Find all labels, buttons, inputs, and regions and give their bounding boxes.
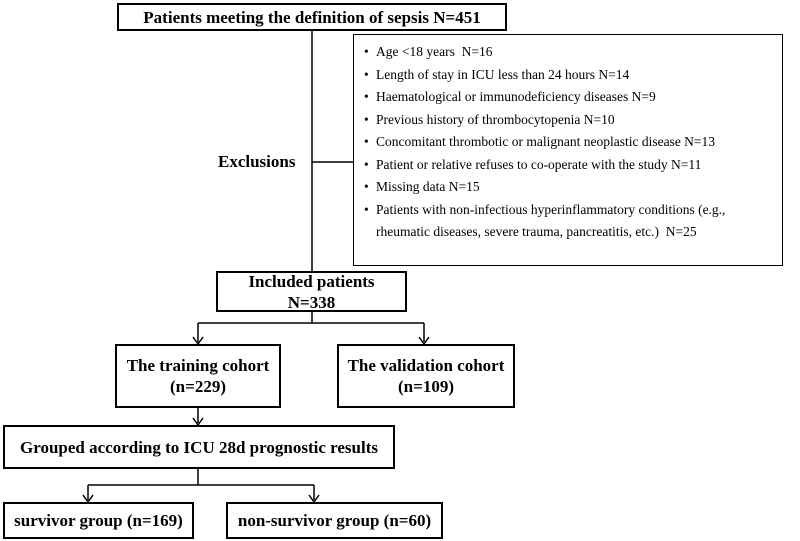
bullet-icon: • <box>364 134 369 149</box>
validation-cohort-count: (n=109) <box>398 377 454 396</box>
exclusion-item-text: Concomitant thrombotic or malignant neop… <box>376 134 716 149</box>
exclusion-item: • Patient or relative refuses to co-opera… <box>364 154 774 177</box>
validation-cohort-label: The validation cohort <box>347 356 505 375</box>
nonsurvivor-group-box: non-survivor group (n=60) <box>226 502 443 539</box>
exclusion-item-text: Length of stay in ICU less than 24 hours… <box>376 66 630 82</box>
validation-cohort-box: The validation cohort (n=109) <box>337 344 515 408</box>
training-cohort-count: (n=229) <box>170 377 226 396</box>
nonsurvivor-group-text: non-survivor group (n=60) <box>237 511 432 530</box>
included-patients-box: Included patients N=338 <box>216 271 407 312</box>
exclusion-item: • Missing data N=15 <box>364 176 774 199</box>
sepsis-patients-box: Patients meeting the definition of sepsi… <box>117 3 507 31</box>
exclusion-item: • Age <18 years N=16 <box>364 41 774 64</box>
grouped-text: Grouped according to ICU 28d prognostic … <box>20 437 378 457</box>
survivor-group-text: survivor group (n=169) <box>14 511 183 530</box>
exclusion-item-text: Missing data N=15 <box>376 179 480 194</box>
training-cohort-box: The training cohort (n=229) <box>115 344 281 408</box>
bullet-icon: • <box>364 156 369 172</box>
training-cohort-label: The training cohort <box>126 356 270 375</box>
bullet-icon: • <box>364 179 369 194</box>
included-patients-label: Included patients <box>248 271 375 291</box>
bullet-icon: • <box>364 66 369 82</box>
exclusion-item-text: Haematological or immunodeficiency disea… <box>376 89 656 104</box>
included-patients-count: N=338 <box>287 292 336 312</box>
exclusions-list-box: • Age <18 years N=16 • Length of stay in IC… <box>353 34 783 266</box>
grouped-box: Grouped according to ICU 28d prognostic … <box>3 425 395 469</box>
exclusion-item-text: Patients with non-infectious hyperinflam… <box>376 201 726 240</box>
exclusion-item-text: Age <18 years N=16 <box>376 44 493 59</box>
bullet-icon: • <box>364 89 369 104</box>
exclusion-item: • Concomitant thrombotic or malignant neo… <box>364 131 774 154</box>
bullet-icon: • <box>364 44 369 59</box>
exclusion-item: • Haematological or immunodeficiency dise… <box>364 86 774 109</box>
bullet-icon: • <box>364 111 369 127</box>
exclusion-item: • Length of stay in ICU less than 24 hour… <box>364 64 774 87</box>
sepsis-patients-text: Patients meeting the definition of sepsi… <box>143 7 481 27</box>
exclusion-item-text: Patient or relative refuses to co-operat… <box>376 156 702 172</box>
survivor-group-box: survivor group (n=169) <box>3 502 194 539</box>
exclusion-item: • Patients with non-infectious hyperinfla… <box>364 199 774 244</box>
exclusion-item-text: Previous history of thrombocytopenia N=1… <box>376 111 615 127</box>
exclusions-label: Exclusions <box>218 152 296 171</box>
exclusion-item: • Previous history of thrombocytopenia N=… <box>364 109 774 132</box>
bullet-icon: • <box>364 201 369 217</box>
